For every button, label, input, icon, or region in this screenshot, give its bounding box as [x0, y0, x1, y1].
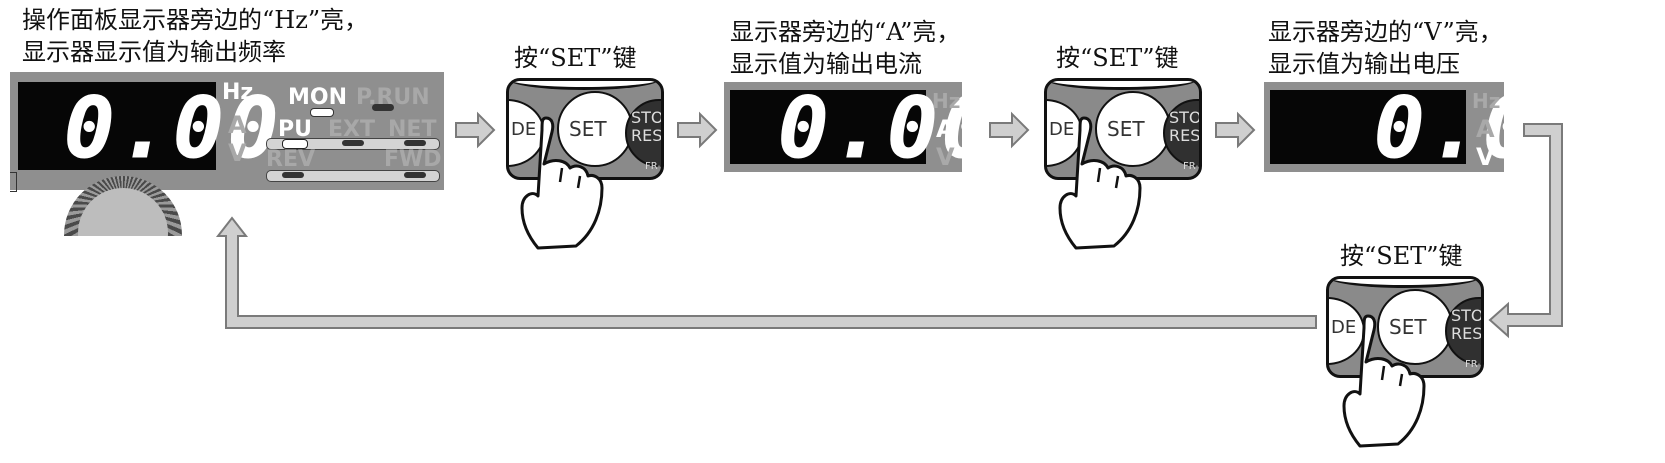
set-key-label: SET [1107, 117, 1145, 141]
led-net [404, 140, 426, 146]
hand-press-set-icon [520, 116, 604, 250]
caption-press-set-2: 按“SET”键 [1056, 44, 1179, 72]
arrow-right-icon [455, 111, 496, 149]
unit-hz-lit: Hz [222, 80, 254, 105]
panel-edge-mark [10, 172, 17, 192]
stop-key-label-2: RESI [1451, 324, 1484, 343]
mode-key-label: DE [511, 119, 537, 140]
caption-hz-line2: 显示器显示值为输出频率 [22, 38, 286, 66]
operation-panel-a: 0.00 Hz A V [724, 82, 993, 172]
unit-a-dim: A [228, 111, 247, 139]
operation-panel-hz: 0.00 Hz A V MON P.RUN PU EXT NET REV FWD [10, 72, 444, 236]
set-key[interactable] [1095, 91, 1171, 167]
keypad-step-2: DE SET STO RESI FR- [1044, 78, 1202, 180]
display-value-a: 0.00 [777, 79, 997, 177]
led-pu [282, 139, 308, 149]
arrow-right-icon [1215, 111, 1256, 149]
stop-key-label-2: RESI [1169, 126, 1202, 145]
keypad-top-edge [509, 81, 661, 90]
hand-press-set-icon [1058, 116, 1142, 250]
indicator-net: NET [388, 117, 437, 142]
unit-hz-dim: Hz [1472, 89, 1501, 113]
mode-key-label: DE [1049, 119, 1075, 140]
display-value-v: 0.0 [1374, 79, 1538, 177]
led-rev [282, 172, 304, 178]
return-arrow-down-icon [1488, 123, 1563, 339]
operation-panel-v: 0.0 Hz A V [1264, 82, 1534, 172]
unit-v-dim: V [936, 143, 955, 171]
lcd-display-a: 0.00 [730, 86, 993, 171]
unit-a-lit: A [936, 115, 955, 143]
led-ext [342, 140, 364, 146]
display-value-hz: 0.00 [63, 79, 283, 177]
led-prun [372, 104, 394, 111]
model-label: FR- [1183, 161, 1199, 172]
caption-hz-line1: 操作面板显示器旁边的“Hz”亮， [22, 6, 369, 34]
stop-key-label-1: STO [1451, 306, 1484, 325]
unit-a-dim: A [1476, 115, 1495, 143]
arrow-right-icon [989, 111, 1030, 149]
return-arrow-up-icon [215, 216, 1317, 329]
keypad-step-3: DE SET STO RESI FR- [1326, 276, 1484, 378]
mode-key-label: DE [1331, 317, 1357, 338]
led-mon [310, 108, 334, 117]
caption-a-line1: 显示器旁边的“A”亮， [730, 18, 961, 46]
set-key[interactable] [1377, 289, 1453, 365]
arrow-right-icon [677, 111, 718, 149]
set-key-label: SET [1389, 315, 1427, 339]
lcd-display-hz: 0.00 [18, 82, 279, 171]
keypad-top-edge [1047, 81, 1199, 90]
stop-key-label-2: RESI [631, 126, 664, 145]
model-label: FR- [1465, 359, 1481, 370]
stop-key-label-1: STO [631, 108, 664, 127]
indicator-pu: PU [278, 117, 312, 142]
led-fwd [404, 172, 426, 178]
unit-v-dim: V [228, 139, 247, 167]
set-key[interactable] [557, 91, 633, 167]
caption-a-line2: 显示值为输出电流 [730, 50, 922, 78]
model-label: FR- [645, 161, 661, 172]
hand-press-set-icon [1342, 314, 1426, 448]
indicator-mon: MON [288, 85, 348, 110]
set-key-label: SET [569, 117, 607, 141]
indicator-ext: EXT [328, 117, 375, 142]
caption-press-set-3: 按“SET”键 [1340, 242, 1463, 270]
caption-press-set-1: 按“SET”键 [514, 44, 637, 72]
indicator-rev: REV [266, 147, 315, 172]
unit-v-lit: V [1476, 143, 1495, 171]
unit-hz-dim: Hz [932, 89, 961, 113]
indicator-fwd: FWD [384, 147, 442, 172]
keypad-top-edge [1329, 279, 1481, 288]
caption-v-line2: 显示值为输出电压 [1268, 50, 1460, 78]
lcd-display-v: 0.0 [1270, 86, 1534, 171]
stop-key-label-1: STO [1169, 108, 1202, 127]
led-bar-rev-fwd [266, 170, 440, 182]
caption-v-line1: 显示器旁边的“V”亮， [1268, 18, 1503, 46]
